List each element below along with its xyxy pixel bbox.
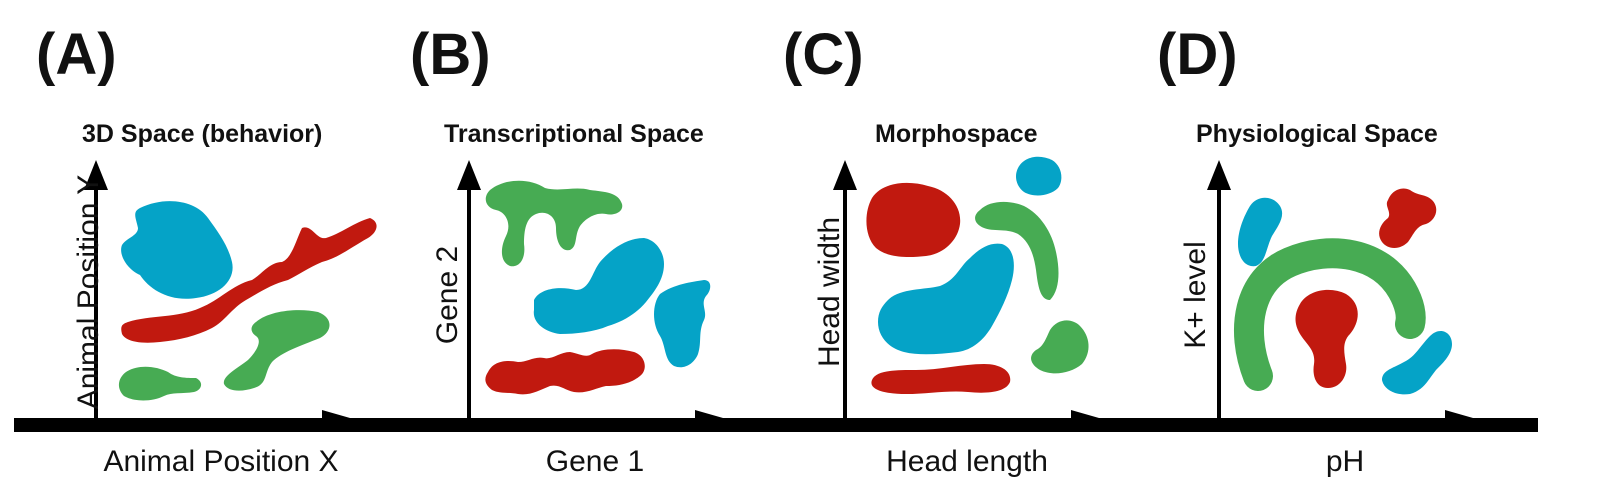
- panel-c-title: Morphospace: [875, 120, 1038, 148]
- red-blob: [866, 182, 961, 258]
- baseline-bar: [14, 418, 1538, 432]
- panel-a-title: 3D Space (behavior): [82, 120, 323, 148]
- red-blob: [485, 349, 645, 395]
- panel-c-letter: (C): [783, 22, 864, 87]
- red-blob: [121, 218, 377, 343]
- panel-c-axes: [833, 160, 1099, 426]
- panel-b-ylabel: Gene 2: [431, 245, 464, 345]
- green-blob: [1031, 320, 1089, 374]
- green-arc: [1234, 238, 1426, 391]
- blue-blob: [1016, 156, 1062, 196]
- panel-a-letter: (A): [36, 22, 117, 87]
- panel-a-ylabel: Animal Position Y: [72, 174, 105, 410]
- green-blob: [975, 201, 1059, 300]
- blue-blob: [121, 201, 233, 299]
- red-blob: [1379, 188, 1437, 248]
- blue-blob: [1238, 197, 1283, 267]
- panel-d-axes: [1207, 160, 1473, 426]
- green-blob: [223, 310, 330, 391]
- red-blob: [871, 364, 1011, 394]
- blue-blob: [533, 238, 664, 334]
- panel-d-letter: (D): [1157, 22, 1238, 87]
- panel-d-xlabel: pH: [1325, 445, 1365, 478]
- panel-c-ylabel: Head width: [813, 216, 846, 368]
- panel-b-title: Transcriptional Space: [444, 120, 704, 148]
- panel-d-ylabel: K+ level: [1179, 241, 1212, 349]
- blue-blob: [878, 243, 1014, 355]
- panel-d-title: Physiological Space: [1196, 120, 1438, 148]
- green-blob: [118, 366, 202, 401]
- panel-b-axes: [457, 160, 723, 426]
- red-blob: [1295, 289, 1358, 388]
- panel-c-blobs: [866, 156, 1089, 394]
- panel-c-xlabel: Head length: [886, 445, 1048, 478]
- green-blob: [485, 180, 623, 267]
- panel-d-blobs: [1234, 188, 1452, 395]
- panel-b-xlabel: Gene 1: [545, 445, 645, 478]
- panel-b-blobs: [485, 180, 711, 395]
- panel-b-letter: (B): [410, 22, 491, 87]
- blue-blob: [654, 280, 711, 368]
- panel-a-blobs: [118, 201, 377, 401]
- blue-blob: [1382, 330, 1452, 395]
- panel-a-axes: [84, 160, 350, 426]
- panel-a-xlabel: Animal Position X: [103, 445, 339, 478]
